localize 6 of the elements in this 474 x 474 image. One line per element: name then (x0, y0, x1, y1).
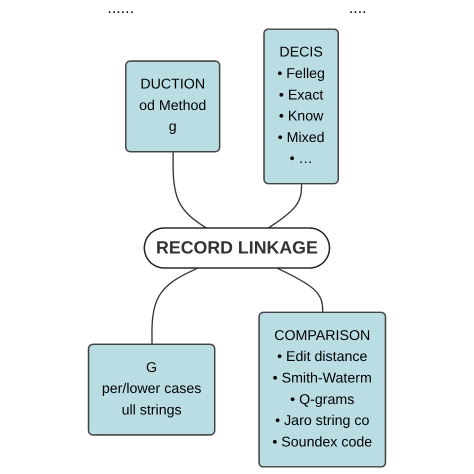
connector (172, 152, 208, 230)
connector (278, 268, 324, 313)
ellipsis-text: .... (348, 0, 367, 19)
ellipsis-text: ...... (107, 0, 134, 19)
connector (151, 268, 198, 345)
connector (267, 184, 302, 230)
